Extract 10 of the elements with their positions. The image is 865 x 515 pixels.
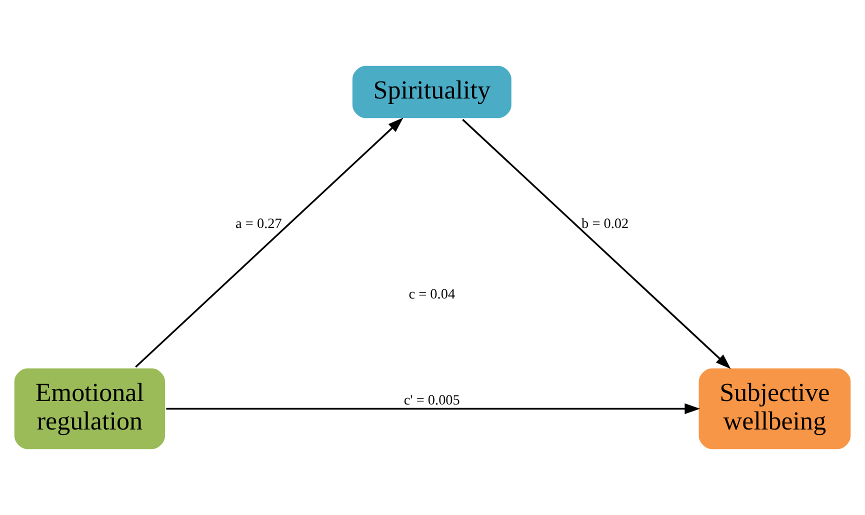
label: c = 0.04: [408, 286, 456, 303]
arrow: [135, 118, 404, 368]
edge-label: b = 0.02: [582, 216, 629, 232]
node-box: Spirituality: [350, 64, 514, 120]
node-box: Subjective wellbeing: [696, 366, 853, 452]
edge-label: a = 0.27: [236, 216, 282, 232]
edge-label: c' = 0.005: [404, 392, 460, 409]
arrow: [462, 118, 731, 370]
arrow: [166, 403, 700, 414]
node-box: Emotional regulation: [12, 366, 168, 452]
